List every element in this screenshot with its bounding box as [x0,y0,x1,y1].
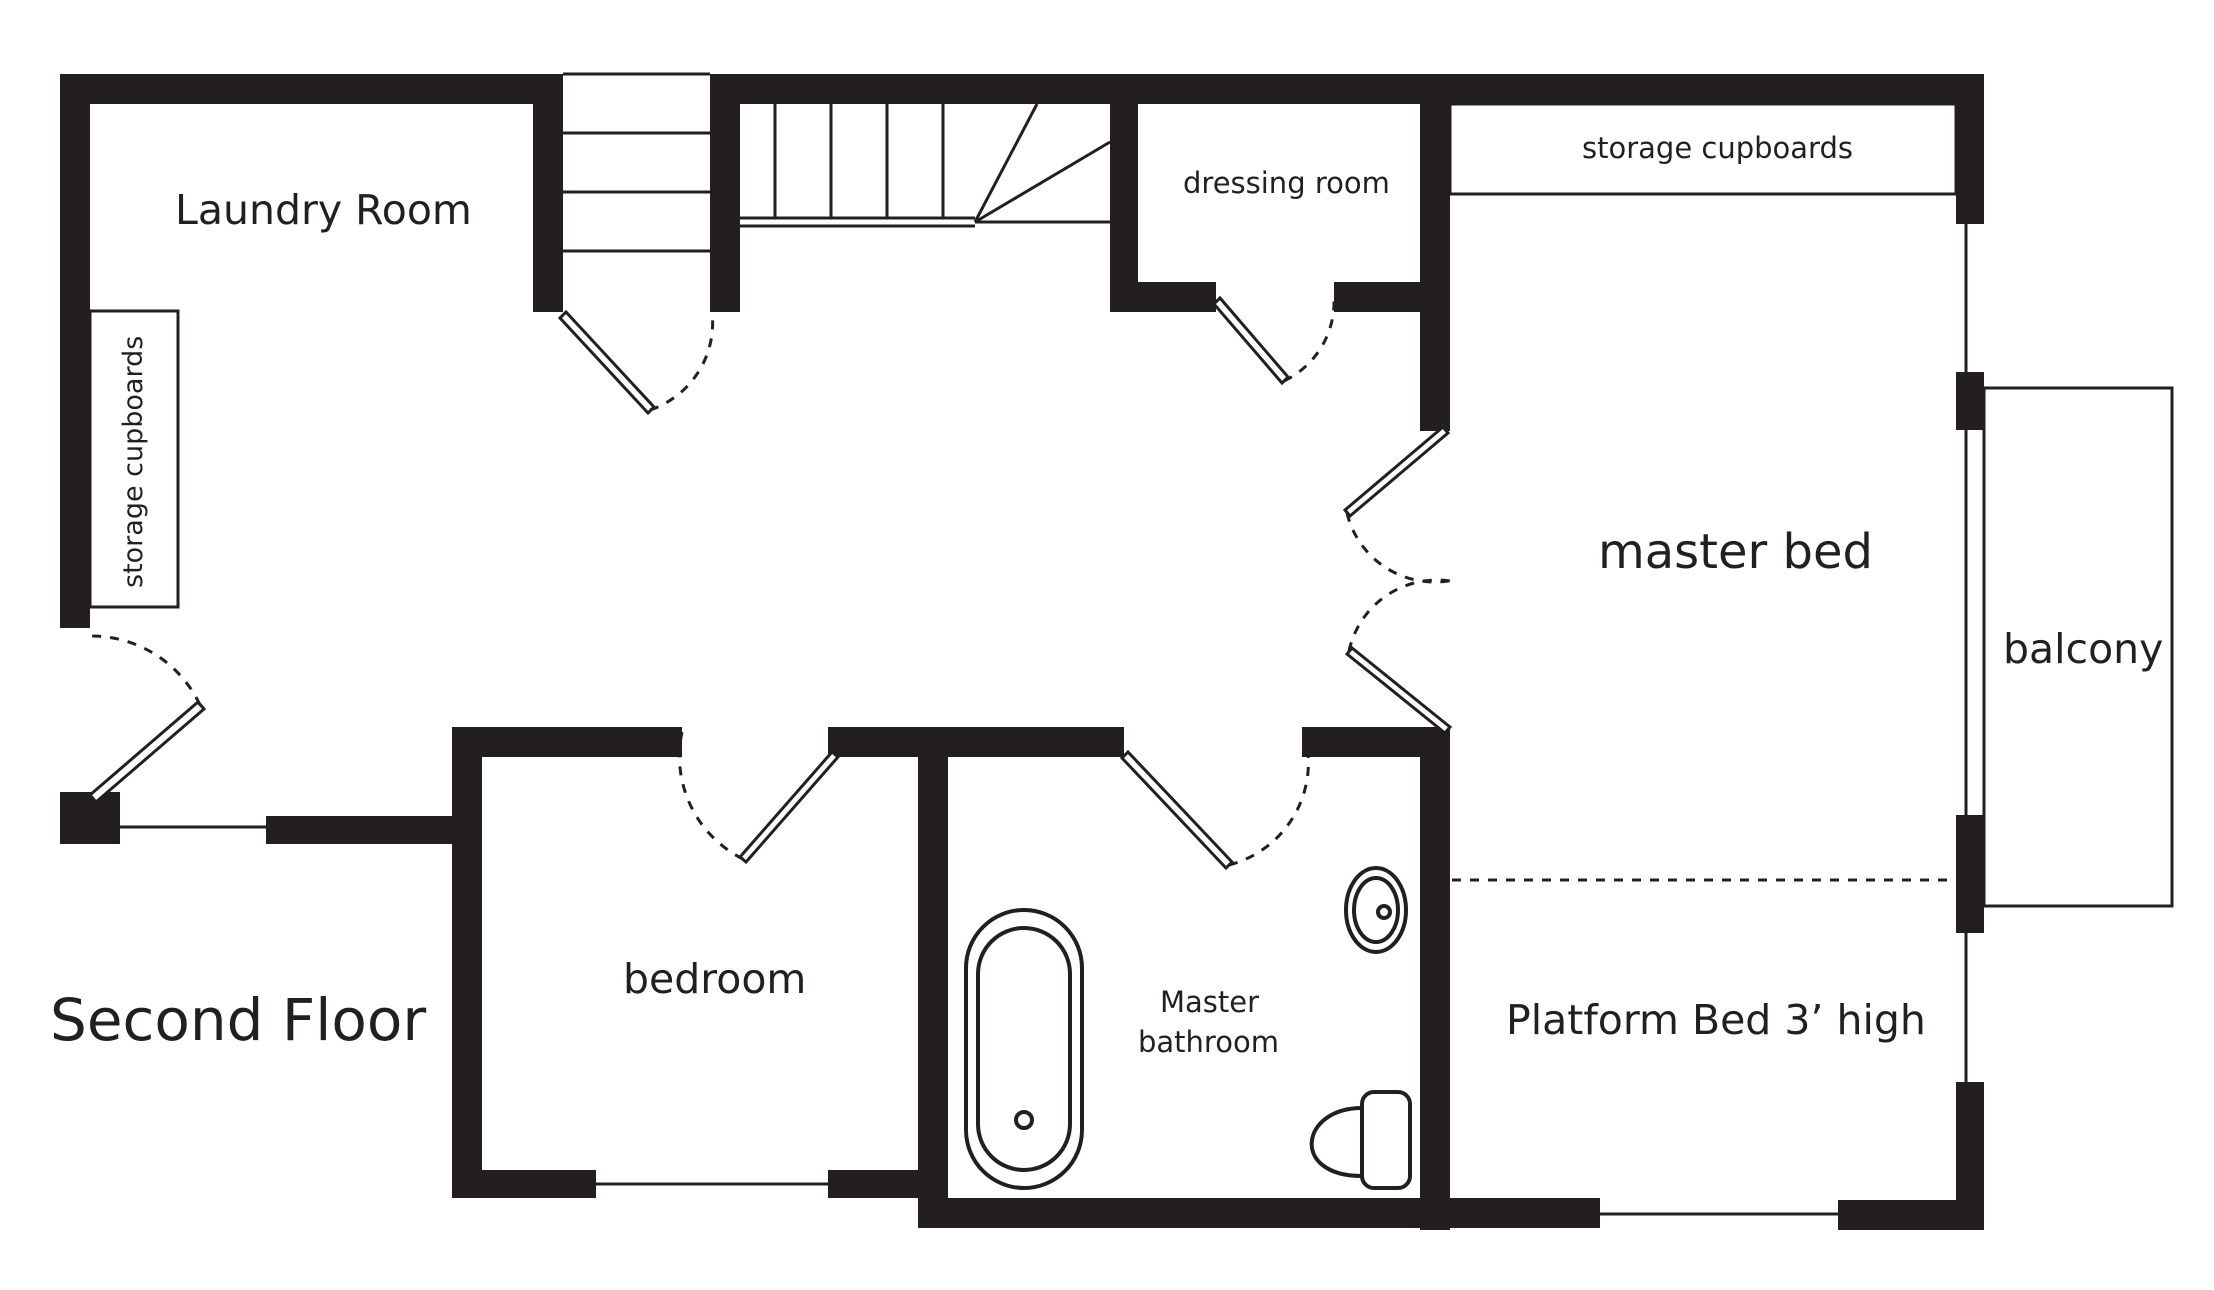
wall-stair-left [710,74,740,312]
wall-bedroom-left [452,727,482,1197]
wall-master-left-bottom [1420,727,1450,1230]
wall-master-left-top [1420,74,1450,431]
wall-corridor-west [266,816,452,844]
wall-platform-bottom [1838,1200,1984,1230]
bathroom-label-line2: bathroom [1138,1025,1279,1059]
wall-top-right [710,74,1984,104]
door-master-upper [1342,424,1451,519]
master-storage-cupboard [1448,102,1958,196]
door-bathroom [1119,749,1235,871]
door-dressing [1211,295,1291,386]
wall-dressing-bottom-left [1110,282,1216,312]
wall-bedroom-top-right [828,727,1124,757]
wall-right-top [1956,74,1984,224]
door-laundry-exterior [87,699,207,805]
bathroom-label-line1: Master [1160,985,1259,1019]
wall-right-pier-2 [1956,815,1984,933]
stairs [563,72,1111,253]
platform-bed-label: Platform Bed 3’ high [1506,996,1926,1044]
windows [120,224,1968,1216]
wall-right-pier-1 [1956,372,1984,430]
wall-bedroom-bottom-left [452,1170,596,1198]
door-master-lower [1344,645,1453,736]
bathtub [964,908,1084,1190]
toilet [1309,1090,1412,1190]
wall-dressing-left [1110,74,1138,312]
dressing-room-label: dressing room [1183,166,1390,200]
wall-bedroom-top-left [452,727,682,757]
balcony-label: balcony [2003,625,2163,673]
bedroom-label: bedroom [623,955,806,1003]
door-bedroom [737,749,841,865]
wall-bath-bottom [918,1198,1600,1228]
master-storage-label: storage cupboards [1582,131,1853,165]
walls [60,74,1984,1230]
sink [1344,866,1408,954]
laundry-storage-cupboard [88,309,180,609]
laundry-room-label: Laundry Room [175,186,472,234]
wall-top-left [60,74,563,104]
laundry-storage-label: storage cupboards [118,336,149,588]
floor-title: Second Floor [50,986,426,1054]
balcony-outline [1982,386,2174,908]
wall-left-stub [60,792,120,844]
wall-bedroom-bottom-right [828,1170,924,1198]
master-bed-label: master bed [1598,524,1873,580]
door-laundry [557,309,657,416]
wall-laundry-right [533,74,563,312]
wall-left [60,74,90,628]
wall-bath-left [918,727,948,1227]
doors [87,295,1453,871]
